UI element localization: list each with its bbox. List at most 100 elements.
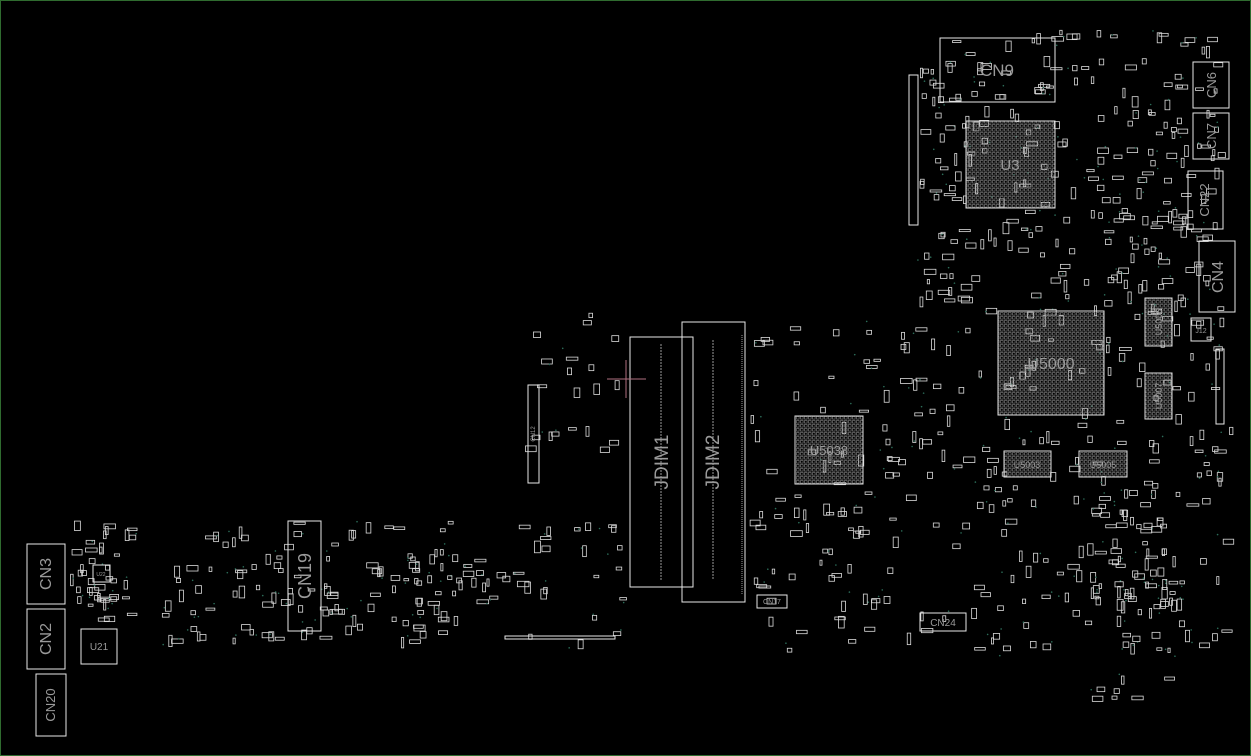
via xyxy=(1141,244,1143,246)
smd-pad xyxy=(573,387,581,398)
via xyxy=(1095,576,1097,579)
smd-pad xyxy=(755,524,767,531)
component-cn17[interactable]: CN17 xyxy=(756,594,788,609)
via xyxy=(943,104,945,106)
component-u5005[interactable]: U5005 xyxy=(1078,450,1128,478)
smd-pad xyxy=(1117,440,1127,445)
smd-pad xyxy=(1020,227,1029,231)
smd-pad xyxy=(892,536,899,548)
component-cn24[interactable]: CN24 xyxy=(919,612,967,632)
smd-pad xyxy=(238,585,246,599)
smd-pad xyxy=(1063,279,1068,293)
smd-pad xyxy=(1150,569,1157,577)
via xyxy=(1156,150,1158,152)
component-u5003[interactable]: U5003 xyxy=(1003,450,1052,478)
component-u5006[interactable]: U5006 xyxy=(1144,297,1173,347)
component-cn2[interactable]: CN2 xyxy=(26,608,66,670)
smd-pad xyxy=(345,625,352,636)
smd-pad xyxy=(937,96,944,104)
smd-pad xyxy=(994,487,1002,493)
smd-pad xyxy=(965,242,977,249)
via xyxy=(1204,454,1207,457)
via xyxy=(1062,35,1065,38)
via xyxy=(953,282,956,284)
smd-pad xyxy=(471,577,477,588)
smd-pad xyxy=(1106,336,1111,343)
smd-pad xyxy=(1129,236,1133,243)
smd-pad xyxy=(128,534,137,541)
component-u22[interactable]: U22 xyxy=(92,564,111,583)
smd-pad xyxy=(841,600,846,612)
via xyxy=(193,616,196,618)
via xyxy=(1114,447,1116,450)
smd-pad xyxy=(862,593,868,605)
connector-strip[interactable] xyxy=(1215,348,1225,425)
u5005-label: U5005 xyxy=(1090,460,1117,470)
component-jdim2[interactable]: JDIM2 xyxy=(681,321,746,603)
smd-pad xyxy=(574,527,581,532)
smd-pad xyxy=(1152,483,1159,489)
smd-pad xyxy=(127,527,138,532)
smd-pad xyxy=(768,616,774,627)
connector-strip[interactable] xyxy=(908,74,919,226)
cn3-label: CN3 xyxy=(38,558,55,590)
smd-pad xyxy=(512,571,525,575)
component-cn12[interactable]: CN12 xyxy=(527,384,540,484)
via xyxy=(404,582,407,584)
component-cn4[interactable]: CN4 xyxy=(1198,240,1236,313)
u21-label: U21 xyxy=(90,642,109,653)
smd-pad xyxy=(1065,294,1070,300)
smd-pad xyxy=(1101,197,1111,204)
smd-pad xyxy=(612,631,622,636)
connector-strip[interactable] xyxy=(504,635,616,640)
smd-pad xyxy=(1119,347,1132,351)
via xyxy=(1050,641,1053,643)
smd-pad xyxy=(939,133,945,143)
component-jdim1[interactable]: JDIM1 xyxy=(629,336,694,588)
via xyxy=(1211,383,1213,385)
component-u5000[interactable]: U5000 xyxy=(997,310,1105,416)
via xyxy=(881,589,884,591)
component-cn7[interactable]: CN7 xyxy=(1192,112,1230,160)
component-cn20[interactable]: CN20 xyxy=(35,673,67,737)
smd-pad xyxy=(1081,66,1090,70)
component-u5007[interactable]: U5007 xyxy=(1144,372,1173,420)
via xyxy=(855,504,858,507)
smd-pad xyxy=(920,129,932,135)
component-cn3[interactable]: CN3 xyxy=(26,543,66,605)
smd-pad xyxy=(1196,320,1202,329)
via xyxy=(760,415,762,418)
smd-pad xyxy=(1185,267,1195,273)
smd-pad xyxy=(1179,580,1185,585)
via xyxy=(135,532,137,535)
via xyxy=(235,634,237,636)
smd-pad xyxy=(348,529,354,541)
smd-pad xyxy=(1134,573,1145,580)
via xyxy=(406,635,409,637)
component-cn6[interactable]: CN6 xyxy=(1192,61,1230,109)
smd-pad xyxy=(771,568,776,575)
component-cn9[interactable]: CN9 xyxy=(939,37,1056,103)
via xyxy=(93,584,96,587)
via xyxy=(1166,257,1169,259)
via xyxy=(870,367,873,369)
smd-pad xyxy=(100,597,110,603)
smd-pad xyxy=(1185,629,1190,643)
via xyxy=(101,563,104,565)
component-u5038[interactable]: U5038 xyxy=(794,415,864,485)
component-cn22[interactable]: CN22 xyxy=(1187,170,1224,230)
smd-pad xyxy=(437,616,450,623)
component-u21[interactable]: U21 xyxy=(80,628,118,665)
smd-pad xyxy=(1218,477,1222,487)
smd-pad xyxy=(754,430,761,443)
via xyxy=(1123,589,1125,591)
smd-pad xyxy=(439,528,446,533)
smd-pad xyxy=(1113,688,1120,694)
component-j12[interactable]: J12 xyxy=(1190,317,1212,342)
smd-pad xyxy=(952,464,963,469)
smd-pad xyxy=(271,592,277,604)
smd-pad xyxy=(1118,267,1129,274)
component-cn19[interactable]: CN19 xyxy=(287,520,322,632)
component-u3[interactable]: U3 xyxy=(965,120,1056,209)
